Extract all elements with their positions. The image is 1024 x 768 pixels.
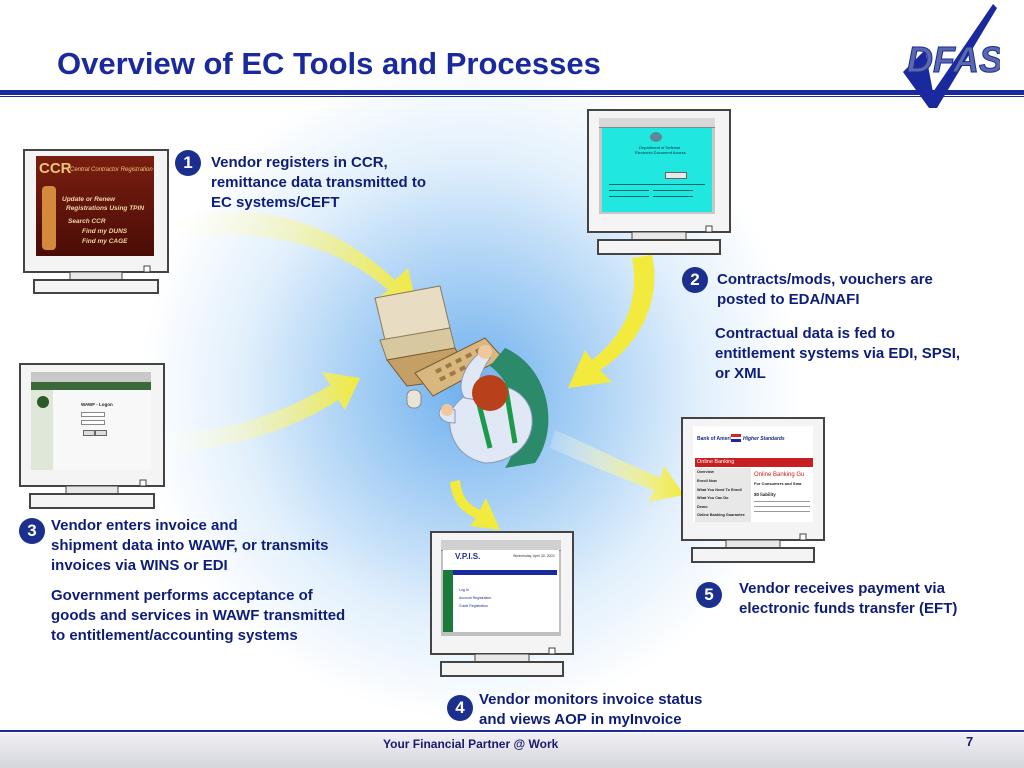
step-4-line: Vendor monitors invoice status [479, 691, 703, 708]
step-5-line: Vendor receives payment via [739, 580, 945, 597]
step-2-detail-line: or XML [715, 365, 766, 382]
ccr-menu-update[interactable]: Update or Renew [62, 196, 116, 203]
eda-line-2: Electronic Document Access [635, 150, 686, 155]
step-1-line: remittance data transmitted to [211, 174, 427, 191]
wawf-password-field[interactable] [81, 420, 105, 425]
ccr-menu-search[interactable]: Search CCR [68, 218, 106, 225]
eda-line-1: Department of Defense [639, 145, 681, 150]
step-2-line: Contracts/mods, vouchers are [717, 271, 933, 288]
bank-screen: Bank of America Higher Standards Online … [693, 426, 813, 522]
step-3-text: Vendor enters invoice and shipment data … [51, 516, 329, 576]
wawf-username-field[interactable] [81, 412, 105, 417]
ccr-menu-cage[interactable]: Find my CAGE [82, 238, 128, 245]
bank-menu-enroll[interactable]: Enroll Now [697, 479, 717, 483]
step-2-badge: 2 [682, 267, 708, 293]
bank-menu-guarantee[interactable]: Online Banking Guarantee [697, 513, 745, 517]
wawf-heading: WAWF - Logon [81, 402, 113, 407]
arrow-eda-to-user [568, 255, 655, 388]
step-1-line: EC systems/CEFT [211, 194, 340, 211]
wawf-reset-button[interactable] [95, 430, 107, 436]
bank-menu-can-do[interactable]: What You Can Do [697, 496, 729, 500]
step-3-detail-line: Government performs acceptance of [51, 587, 313, 604]
bank-content-subtitle: For Consumers and Sma [754, 481, 802, 486]
step-4-badge: 4 [447, 695, 473, 721]
step-3-detail: Government performs acceptance of goods … [51, 586, 345, 646]
bank-content-item: $0 liability [754, 492, 776, 497]
ccr-figure [42, 186, 56, 250]
step-2-detail-line: Contractual data is fed to [715, 325, 896, 342]
ccr-menu-tpin[interactable]: Registrations Using TPIN [66, 205, 145, 212]
step-5-line: electronic funds transfer (EFT) [739, 600, 958, 617]
arrow-user-to-vpis [450, 480, 500, 530]
vpis-link-account[interactable]: Account Registration [459, 596, 492, 600]
step-4-text: Vendor monitors invoice status and views… [479, 690, 702, 730]
step-2-detail: Contractual data is fed to entitlement s… [715, 324, 960, 384]
eda-screen: Department of Defense Electronic Documen… [599, 118, 715, 214]
bank-banner: Online Banking [697, 459, 735, 465]
wawf-seal-icon [37, 396, 49, 408]
bank-menu-demo[interactable]: Demo [697, 505, 708, 509]
dod-seal-icon [650, 132, 662, 142]
step-3-line: invoices via WINS or EDI [51, 557, 228, 574]
ccr-menu-duns[interactable]: Find my DUNS [82, 228, 128, 235]
vpis-link-login[interactable]: Log In [459, 588, 469, 592]
wawf-login-button[interactable] [83, 430, 95, 436]
title-divider [0, 90, 1024, 95]
step-3-detail-line: goods and services in WAWF transmitted [51, 607, 346, 624]
step-3-line: Vendor enters invoice and [51, 517, 238, 534]
step-1-line: Vendor registers in CCR, [211, 154, 388, 171]
wawf-screen: WAWF - Logon [31, 372, 151, 470]
footer-divider [0, 730, 1024, 732]
vpis-screen: V.P.I.S. Wednesday, April 30, 2003 Log I… [441, 540, 561, 636]
vpis-logo: V.P.I.S. [455, 552, 481, 561]
step-1-text: Vendor registers in CCR, remittance data… [211, 153, 426, 213]
ccr-logo: CCR [39, 160, 72, 177]
dfas-logo: DFAS [903, 4, 1000, 108]
vpis-date: Wednesday, April 30, 2003 [513, 554, 555, 558]
step-3-badge: 3 [19, 518, 45, 544]
page-number: 7 [966, 734, 974, 749]
step-4-line: and views AOP in myInvoice [479, 711, 682, 728]
step-3-line: shipment data into WAWF, or transmits [51, 537, 329, 554]
bank-flag-icon [731, 434, 741, 442]
bank-menu-overview[interactable]: Overview [697, 470, 714, 474]
page-title: Overview of EC Tools and Processes [57, 46, 601, 81]
step-2-text: Contracts/mods, vouchers are posted to E… [717, 270, 933, 310]
footer-bar [0, 733, 1024, 768]
bank-brand: Bank of America [697, 436, 737, 442]
step-5-badge: 5 [696, 582, 722, 608]
arrow-user-to-bank [550, 430, 684, 502]
user-at-computer-illustration [374, 285, 549, 468]
arrow-wawf-to-user [168, 372, 360, 452]
vpis-nav-bar[interactable] [453, 570, 557, 575]
logo-text: DFAS [907, 39, 1000, 80]
bank-content-title: Online Banking Gu [754, 472, 805, 478]
step-3-detail-line: to entitlement/accounting systems [51, 627, 298, 644]
eda-button[interactable] [665, 172, 687, 179]
vpis-link-guide[interactable]: Guide Registration [459, 604, 488, 608]
step-2-detail-line: entitlement systems via EDI, SPSI, [715, 345, 961, 362]
step-2-line: posted to EDA/NAFI [717, 291, 860, 308]
step-1-badge: 1 [175, 150, 201, 176]
bank-menu-need[interactable]: What You Need To Enroll [697, 488, 742, 492]
bank-tagline: Higher Standards [743, 436, 785, 442]
title-divider-thin [0, 96, 1024, 97]
footer-text: Your Financial Partner @ Work [383, 737, 559, 751]
ccr-subtitle: Central Contractor Registration [70, 167, 153, 173]
ccr-screen: CCR Central Contractor Registration Upda… [36, 156, 154, 256]
step-5-text: Vendor receives payment via electronic f… [739, 579, 957, 619]
